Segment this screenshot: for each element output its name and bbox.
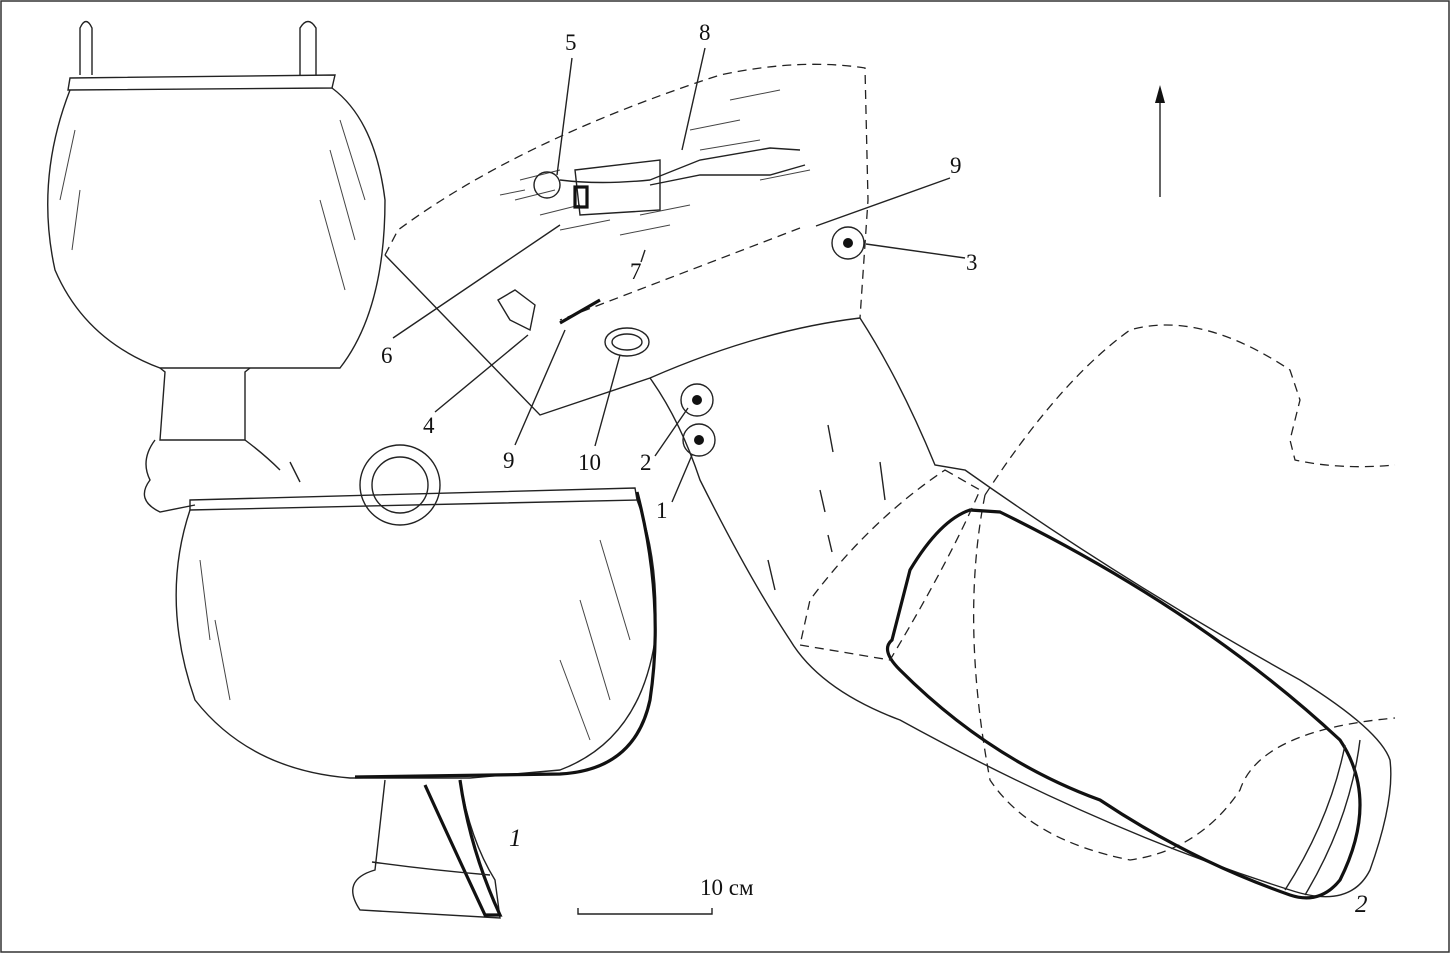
cauldron-drawing — [175, 444, 657, 919]
find-label-2: 2 — [640, 450, 652, 475]
goblet-drawing — [47, 20, 386, 513]
find-label-6: 6 — [381, 343, 393, 368]
find-label-3: 3 — [966, 250, 978, 275]
scale-bar — [577, 908, 713, 915]
ring-finds — [680, 226, 865, 457]
north-arrow-icon — [1155, 85, 1165, 197]
find-label-5: 5 — [565, 30, 577, 55]
find-label-8: 8 — [699, 20, 711, 45]
part-label-2: 2 — [1355, 891, 1368, 918]
find-label-9-upper: 9 — [950, 153, 962, 178]
grave-plan — [384, 63, 1396, 900]
find-label-4: 4 — [423, 413, 435, 438]
find-label-9-lower: 9 — [503, 448, 515, 473]
part-label-1: 1 — [509, 825, 522, 852]
find-label-1: 1 — [656, 498, 668, 523]
find-label-10: 10 — [578, 450, 601, 475]
scale-label: 10 см — [700, 875, 754, 900]
leader-lines — [392, 47, 966, 503]
find-label-7: 7 — [630, 259, 642, 284]
skeleton-drawing — [497, 89, 811, 357]
